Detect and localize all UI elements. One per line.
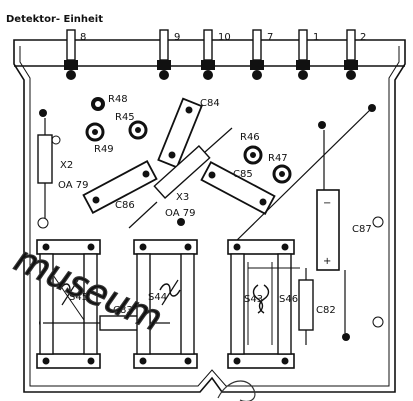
- coil-label-s45: S45: [69, 292, 88, 303]
- capacitor-label-c83: C83: [113, 305, 133, 316]
- resistor-r48: R48: [91, 94, 128, 111]
- resistor-label-r47: R47: [268, 153, 288, 164]
- capacitor-c85: C85: [200, 161, 276, 215]
- mounting-holes: [37, 135, 384, 328]
- board-outline: [13, 39, 406, 393]
- trace-diagonal: [231, 107, 373, 246]
- diode-x2: X2 OA 79: [37, 118, 88, 218]
- capacitor-label-c84: C84: [200, 98, 220, 109]
- coil-label-s46: S46: [279, 294, 298, 305]
- connector-pin-8: 8: [64, 29, 86, 80]
- coil-block-s44: S44: [133, 239, 198, 369]
- diode-label-x3: X3: [176, 192, 189, 203]
- pin-label-10: 10: [218, 32, 231, 43]
- capacitor-label-c82: C82: [316, 305, 336, 316]
- diode-label-x2: X2: [60, 160, 73, 171]
- pin-label-2: 2: [360, 32, 366, 43]
- coil-label-s44: S44: [148, 292, 167, 303]
- c87-minus-sign: −: [323, 198, 331, 209]
- connector-pin-10: 10: [201, 29, 231, 80]
- coil-block-s43-s46: S43 S46: [227, 239, 300, 369]
- diode-type-x3: OA 79: [165, 208, 195, 219]
- resistor-label-r48: R48: [108, 94, 128, 105]
- capacitor-label-c87: C87: [352, 224, 372, 235]
- board-inner-outline: [19, 46, 400, 387]
- coil-block-s45: S45: [36, 239, 101, 369]
- diode-x3: X3 OA 79: [128, 127, 233, 229]
- capacitor-label-c85: C85: [233, 169, 253, 180]
- c87-plus-sign: +: [323, 256, 331, 267]
- capacitor-c84: C84: [157, 97, 220, 169]
- pin-label-8: 8: [80, 32, 86, 43]
- pin-label-9: 9: [174, 32, 180, 43]
- capacitor-label-c86: C86: [115, 200, 135, 211]
- connector-pin-7: 7: [250, 29, 273, 80]
- pin-label-7: 7: [267, 32, 273, 43]
- resistor-label-r46: R46: [240, 132, 260, 143]
- connector-pin-1: 1: [296, 29, 319, 80]
- capacitor-c87: − + C87: [316, 130, 372, 333]
- connector-pin-9: 9: [157, 29, 180, 80]
- resistor-label-r45: R45: [115, 112, 135, 123]
- capacitor-c86: C86: [82, 160, 158, 214]
- resistor-r46: R46: [240, 132, 263, 165]
- capacitor-c82: C82: [298, 268, 336, 345]
- diode-type-x2: OA 79: [58, 180, 88, 191]
- resistor-label-r49: R49: [94, 144, 114, 155]
- watermark-fragment: [217, 380, 256, 401]
- resistor-r45: R45: [115, 112, 148, 140]
- resistor-r47: R47: [268, 153, 292, 184]
- board-title: Detektor- Einheit: [6, 14, 103, 25]
- coil-label-s43: S43: [244, 294, 263, 305]
- pin-label-1: 1: [313, 32, 319, 43]
- resistor-r49: R49: [85, 122, 114, 155]
- connector-pin-2: 2: [344, 29, 366, 80]
